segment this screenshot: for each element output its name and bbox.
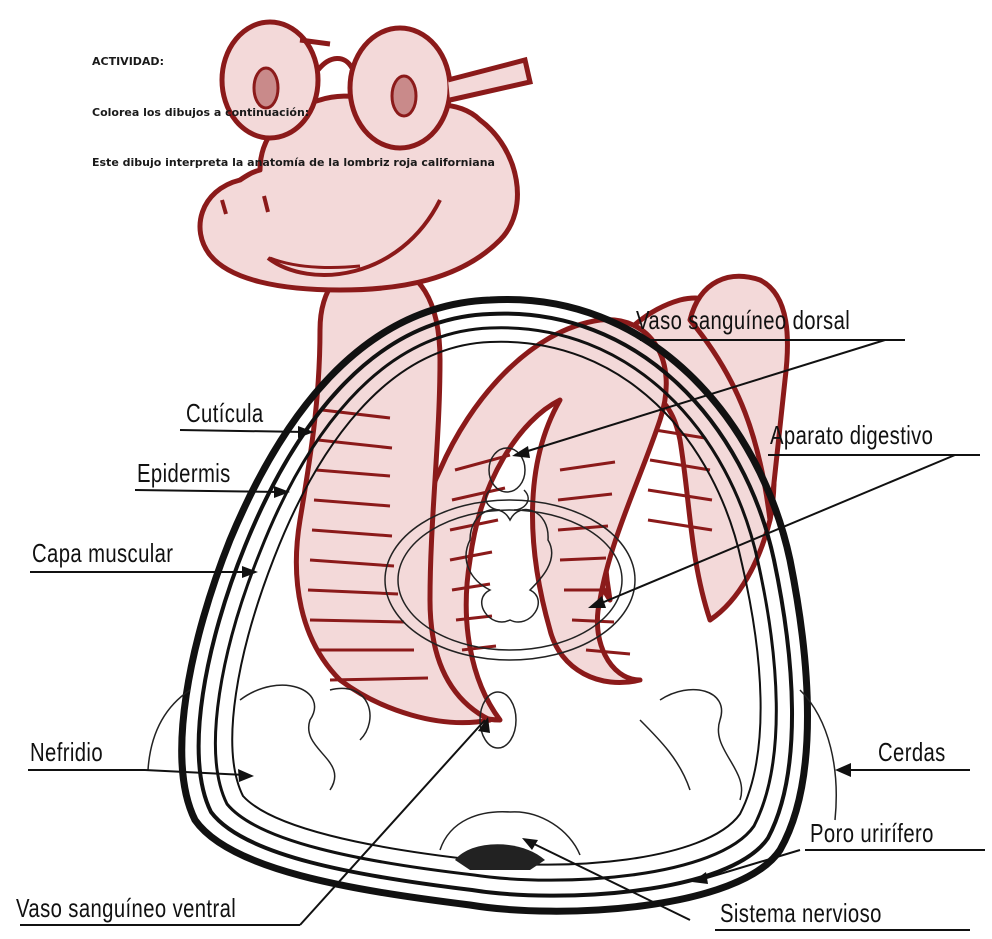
left-pupil	[254, 68, 278, 108]
label-epidermis: Epidermis	[137, 458, 231, 489]
label-muscle-layer: Capa muscular	[32, 538, 173, 569]
description-text: Este dibujo interpreta la anatomía de la…	[92, 156, 495, 169]
arrow-dorsal	[512, 446, 530, 458]
activity-heading: ACTIVIDAD:	[92, 55, 164, 68]
nephridium-right	[640, 690, 742, 800]
arrow-nephridium	[238, 769, 254, 782]
right-pupil	[392, 76, 416, 116]
label-dorsal-blood-vessel: Vaso sanguíneo dorsal	[636, 305, 850, 336]
arrow-cerdas	[835, 763, 851, 777]
label-nephridium: Nefridio	[30, 737, 103, 768]
label-urinary-pore: Poro urirífero	[810, 818, 934, 849]
label-setae: Cerdas	[878, 737, 946, 768]
label-nervous-system: Sistema nervioso	[720, 898, 882, 929]
nephridium-left	[240, 685, 370, 790]
label-ventral-blood-vessel: Vaso sanguíneo ventral	[16, 893, 236, 924]
label-digestive-system: Aparato digestivo	[770, 420, 933, 451]
arrow-nervous	[522, 838, 538, 850]
label-cuticle: Cutícula	[186, 398, 264, 429]
instruction-text: Colorea los dibujos a continuación:	[92, 106, 309, 119]
